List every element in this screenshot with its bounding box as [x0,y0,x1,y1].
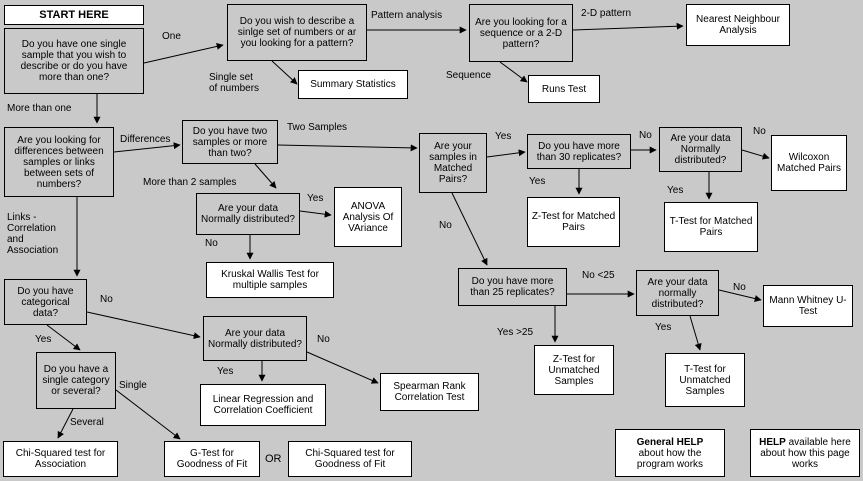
arrow-single [115,389,181,440]
matched-pairs-question[interactable]: Are your samples in Matched Pairs? [419,133,487,193]
edge-label-single-set: Single set of numbers [209,72,260,94]
arrow-differences [113,142,181,153]
page-help-title: HELP [759,436,786,448]
describe-or-pattern-question[interactable]: Do you wish to describe a sinlge set of … [227,4,367,61]
arrow-yes-categorical [46,324,81,351]
kruskal-wallis-test-node[interactable]: Kruskal Wallis Test for multiple samples [206,262,334,298]
more-than-25-replicates-question[interactable]: Do you have more than 25 replicates? [458,268,567,306]
edge-label-one: One [162,31,181,42]
arrow-no-unmatched [451,192,488,266]
edge-label-yes-ttest: Yes [667,185,684,196]
general-help-text: about how the program works [636,447,704,470]
edge-label-yes-categorical: Yes [35,334,52,345]
arrow-no-mann [718,289,762,302]
page-help-text: available here about how this page works [760,436,851,470]
z-test-matched-pairs-node[interactable]: Z-Test for Matched Pairs [527,197,620,247]
arrow-more-than-2 [254,163,277,189]
arrow-no-spearman [306,351,379,384]
edge-label-no-mann: No [733,282,746,293]
arrow-single-set [271,60,298,85]
page-help-text-wrap: HELP available here about how this page … [754,437,856,470]
edge-label-single: Single [119,380,147,391]
edge-label-yes-ttest-unmatched: Yes [655,322,672,333]
edge-label-pattern-analysis: Pattern analysis [371,10,443,21]
edge-label-more-than-one: More than one [7,103,72,114]
arrow-yes-matched [486,149,526,158]
arrow-no-categorical [86,311,201,340]
z-test-unmatched-samples-node[interactable]: Z-Test for Unmatched Samples [534,345,614,395]
t-test-matched-pairs-node[interactable]: T-Test for Matched Pairs [664,202,758,252]
edge-label-no-categorical: No [100,294,113,305]
start-here-node[interactable]: START HERE [4,5,144,25]
summary-statistics-node[interactable]: Summary Statistics [298,70,408,99]
page-help-button[interactable]: HELP available here about how this page … [750,429,860,477]
edge-label-several: Several [70,417,104,428]
edge-label-yes-gt25: Yes >25 [497,327,534,338]
edge-label-more-than-2: More than 2 samples [143,177,237,188]
linear-regression-node[interactable]: Linear Regression and Correlation Coeffi… [200,384,326,426]
g-test-goodness-of-fit-node[interactable]: G-Test for Goodness of Fit [164,441,260,477]
arrow-one [143,42,224,64]
edge-label-no-30: No [639,130,652,141]
sequence-or-2d-question[interactable]: Are you looking for a sequence or a 2-D … [469,4,573,62]
normal-distribution-anova-question[interactable]: Are your data Normally distributed? [196,193,300,235]
edge-label-yes-anova: Yes [307,193,324,204]
edge-label-yes-linear: Yes [217,366,234,377]
anova-node[interactable]: ANOVA Analysis Of VAriance [334,187,402,247]
one-or-more-samples-question[interactable]: Do you have one single sample that you w… [4,28,144,94]
arrow-two-d-pattern [572,22,684,31]
arrow-yes-anova [299,210,332,218]
spearman-rank-correlation-node[interactable]: Spearman Rank Correlation Test [380,373,479,411]
edge-label-no-kruskal: No [205,238,218,249]
more-than-30-replicates-question[interactable]: Do you have more than 30 replicates? [527,134,631,169]
edge-label-or: OR [265,453,282,465]
normal-distribution-matched-question[interactable]: Are your data Normally distributed? [659,127,742,172]
edge-label-no-spearman: No [317,334,330,345]
edge-label-differences: Differences [120,134,171,145]
mann-whitney-u-test-node[interactable]: Mann Whitney U-Test [763,285,853,327]
nearest-neighbour-analysis-node[interactable]: Nearest Neighbour Analysis [686,4,790,46]
edge-label-no-wilcoxon: No [753,126,766,137]
t-test-unmatched-samples-node[interactable]: T-Test for Unmatched Samples [665,353,745,407]
arrow-several [57,408,74,439]
differences-or-links-question[interactable]: Are you looking for differences between … [4,127,114,197]
single-or-several-category-question[interactable]: Do you have a single category or several… [36,352,116,409]
chi-squared-goodness-of-fit-node[interactable]: Chi-Squared test for Goodness of Fit [288,441,412,477]
normal-distribution-correlation-question[interactable]: Are your data Normally distributed? [203,316,307,361]
general-help-button[interactable]: General HELP about how the program works [615,429,725,477]
edge-label-sequence: Sequence [446,70,492,81]
normal-distribution-unmatched-question[interactable]: Are your data normally distributed? [636,270,719,316]
categorical-data-question[interactable]: Do you have categorical data? [4,279,87,325]
arrow-two-samples [277,144,418,152]
edge-label-no-lt25: No <25 [582,270,615,281]
edge-label-two-samples: Two Samples [287,122,348,133]
runs-test-node[interactable]: Runs Test [528,75,600,103]
edge-label-2d-pattern: 2-D pattern [581,8,632,19]
chi-squared-association-node[interactable]: Chi-Squared test for Association [3,441,118,477]
two-or-more-samples-question[interactable]: Do you have two samples or more than two… [182,120,278,164]
edge-label-links-correlation: Links - Correlation and Association [7,212,59,256]
edge-label-yes-matched: Yes [495,131,512,142]
edge-label-no-unmatched: No [439,220,452,231]
general-help-title: General HELP [636,436,704,448]
arrow-no-wilcoxon [741,149,770,160]
arrow-yes-ttest-unmatched [689,315,702,351]
arrow-sequence [499,61,528,83]
edge-label-yes-ztest: Yes [529,176,546,187]
wilcoxon-matched-pairs-node[interactable]: Wilcoxon Matched Pairs [771,135,847,191]
